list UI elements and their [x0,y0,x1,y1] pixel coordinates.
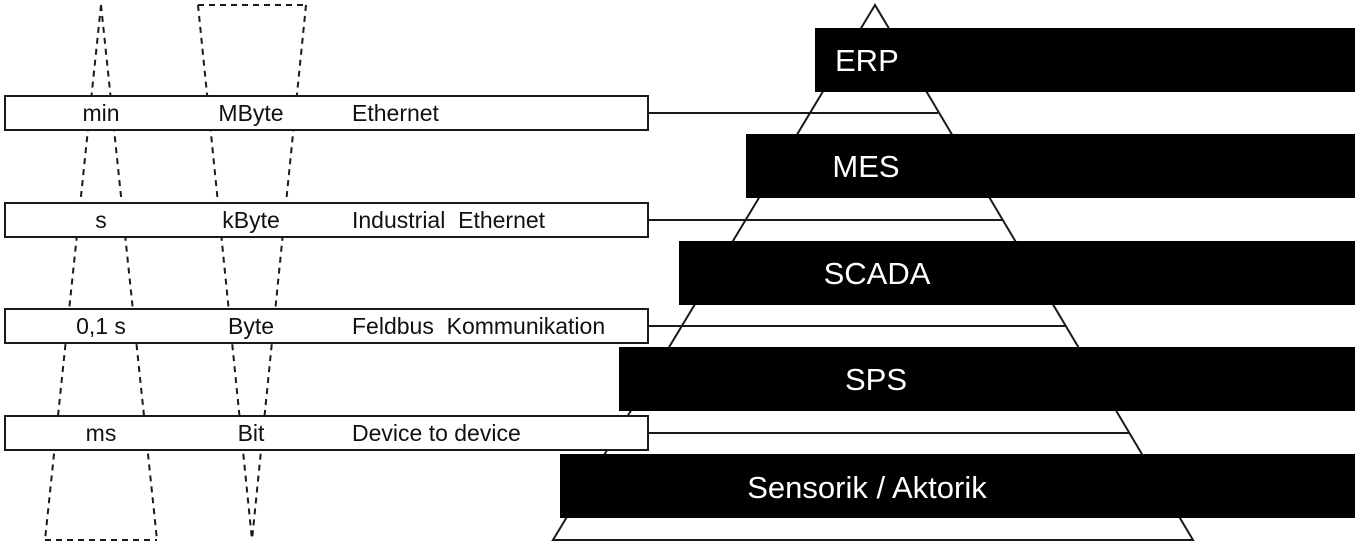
row-time: s [95,207,107,233]
row-network: Feldbus Kommunikation [352,313,605,339]
row-size: kByte [222,207,280,233]
data-size-funnel [197,4,307,541]
level-label: SPS [845,362,907,397]
row-size: Bit [238,420,265,446]
info-row-3: 0,1 s Byte Feldbus Kommunikation [4,308,649,344]
row-network: Device to device [352,420,521,446]
level-label: MES [832,149,899,184]
level-erp: ERP [815,28,1355,92]
info-row-2: s kByte Industrial Ethernet [4,202,649,238]
row-time: ms [86,420,117,446]
row-network: Industrial Ethernet [352,207,546,233]
info-row-4: ms Bit Device to device [4,415,649,451]
row-time: 0,1 s [76,313,126,339]
info-row-1: min MByte Ethernet [4,95,649,131]
level-sps: SPS [619,347,1355,411]
row-time: min [82,100,119,126]
level-label: SCADA [824,256,931,291]
connector-lines [648,112,1129,434]
level-sensorik-aktorik: Sensorik / Aktorik [560,454,1355,518]
level-mes: MES [746,134,1355,198]
level-scada: SCADA [679,241,1355,305]
row-network: Ethernet [352,100,440,126]
level-label: ERP [835,43,899,78]
row-size: MByte [218,100,283,126]
row-size: Byte [228,313,274,339]
level-label: Sensorik / Aktorik [747,470,987,505]
time-funnel [44,4,158,541]
